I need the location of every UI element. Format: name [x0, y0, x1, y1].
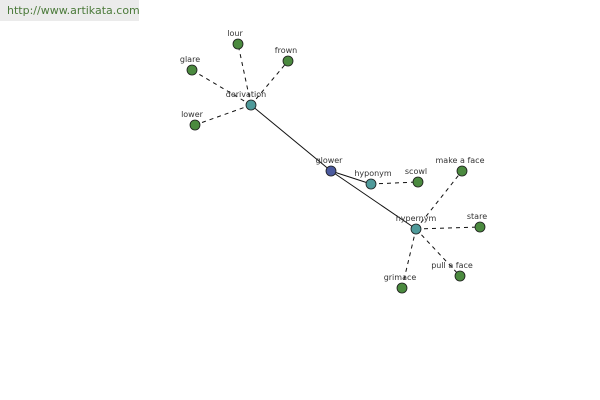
- node-lour[interactable]: [232, 38, 244, 50]
- node-label-derivation[interactable]: derivation: [226, 90, 266, 99]
- edge-hyponym-to-scowl: [370, 181, 419, 185]
- node-lower[interactable]: [189, 119, 201, 131]
- edge-glower-to-hyponym: [330, 170, 372, 185]
- edge-derivation-to-lower: [194, 104, 252, 126]
- node-scowl[interactable]: [412, 176, 424, 188]
- node-make-a-face[interactable]: [456, 165, 468, 177]
- edge-hypernym-to-grimace: [401, 228, 417, 289]
- node-label-make-a-face[interactable]: make a face: [436, 156, 485, 165]
- node-hypernym[interactable]: [410, 223, 422, 235]
- edge-hypernym-to-pull-a-face: [415, 228, 461, 277]
- labels-layer: glower derivation hyponym hypernym lour frown…: [180, 29, 487, 282]
- edge-derivation-to-lour: [237, 43, 252, 106]
- node-derivation[interactable]: [245, 99, 257, 111]
- edge-derivation-to-frown: [250, 60, 289, 106]
- node-label-hyponym[interactable]: hyponym: [354, 169, 392, 178]
- node-stare[interactable]: [474, 221, 486, 233]
- node-label-lower[interactable]: lower: [181, 110, 204, 119]
- site-url-banner[interactable]: http://www.artikata.com: [0, 0, 140, 21]
- edge-glower-to-hypernym: [330, 170, 417, 230]
- nodes-layer: [186, 38, 486, 294]
- node-pull-a-face[interactable]: [454, 270, 466, 282]
- node-label-pull-a-face[interactable]: pull a face: [431, 261, 473, 270]
- node-glare[interactable]: [186, 64, 198, 76]
- node-hyponym[interactable]: [365, 178, 377, 190]
- node-label-glower[interactable]: glower: [316, 156, 344, 165]
- node-label-grimace[interactable]: grimace: [384, 273, 417, 282]
- node-frown[interactable]: [282, 55, 294, 67]
- edge-hypernym-to-stare: [415, 226, 481, 230]
- node-label-hypernym[interactable]: hypernym: [396, 214, 437, 223]
- node-label-lour[interactable]: lour: [227, 29, 243, 38]
- node-label-stare[interactable]: stare: [467, 212, 487, 221]
- edges-layer: [191, 43, 481, 289]
- node-label-frown[interactable]: frown: [275, 46, 297, 55]
- edge-derivation-to-glare: [191, 69, 252, 106]
- node-label-glare[interactable]: glare: [180, 55, 200, 64]
- node-grimace[interactable]: [396, 282, 408, 294]
- edge-glower-to-derivation: [250, 104, 332, 172]
- node-label-scowl[interactable]: scowl: [405, 167, 427, 176]
- node-glower[interactable]: [325, 165, 337, 177]
